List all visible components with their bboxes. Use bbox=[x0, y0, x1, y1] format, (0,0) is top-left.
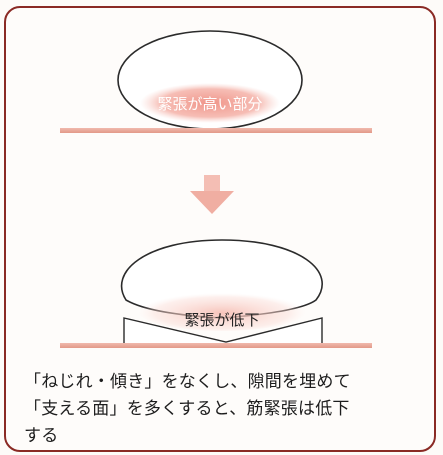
caption-line-3: する bbox=[24, 426, 59, 446]
high-tension-state: 緊張が高い部分 bbox=[60, 30, 372, 133]
high-tension-label: 緊張が高い部分 bbox=[157, 95, 262, 113]
caption-line-2: 「支える面」を多くすると、筋緊張は低下 bbox=[24, 399, 350, 419]
support-wedge bbox=[123, 317, 323, 345]
floor-line-bottom bbox=[60, 343, 372, 348]
caption: 「ねじれ・傾き」をなくし、隙間を埋めて 「支える面」を多くすると、筋緊張は低下 … bbox=[24, 369, 424, 450]
tension-highlight-bottom bbox=[138, 291, 306, 331]
low-tension-label: 緊張が低下 bbox=[184, 311, 259, 329]
tension-highlight-top bbox=[140, 83, 280, 123]
low-tension-state: 緊張が低下 bbox=[60, 239, 372, 348]
down-arrow-icon bbox=[190, 175, 234, 214]
floor-line-top bbox=[60, 128, 372, 133]
caption-line-1: 「ねじれ・傾き」をなくし、隙間を埋めて bbox=[24, 372, 351, 392]
